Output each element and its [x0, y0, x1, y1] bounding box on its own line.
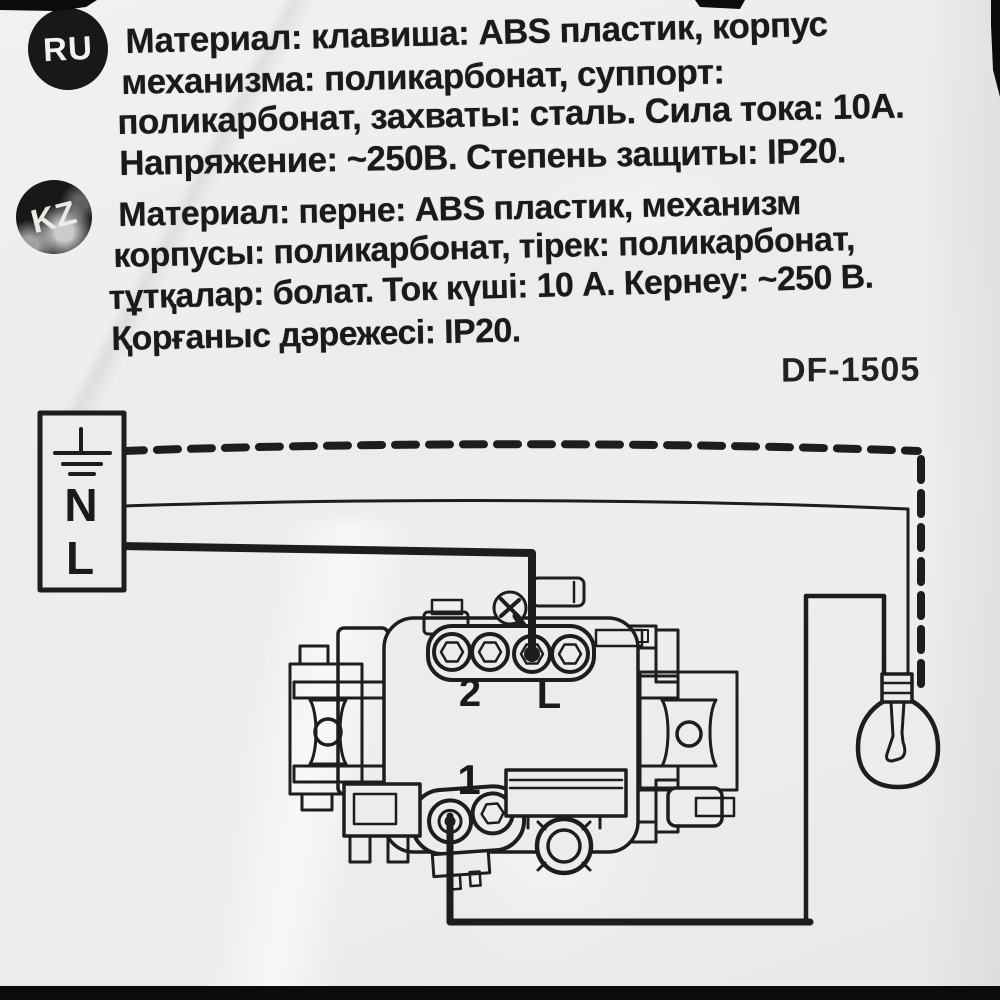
incandescent-bulb-icon — [855, 672, 941, 790]
lamp-return-wire — [803, 593, 887, 926]
switch-to-lamp-wire — [446, 812, 814, 926]
kz-badge: KZ — [16, 180, 92, 254]
left-claw — [288, 644, 364, 812]
rocker-cam — [504, 768, 628, 876]
photo-edge-mark-bottom — [0, 986, 1000, 1000]
terminal-label-1: 1 — [457, 756, 480, 803]
neutral-wire — [121, 499, 910, 679]
switch-mechanism — [288, 576, 739, 891]
top-terminal-block — [426, 624, 596, 682]
photo-edge-mark — [695, 0, 745, 9]
ground-wire-dashed — [119, 440, 922, 455]
earth-ground-icon — [53, 427, 112, 476]
source-box: N L — [37, 410, 127, 593]
line-label: L — [66, 532, 94, 584]
neutral-label: N — [64, 479, 97, 531]
wires — [119, 440, 925, 926]
kz-badge-label: KZ — [27, 193, 81, 241]
terminal-label-2: 2 — [459, 671, 481, 715]
line-wire — [119, 542, 536, 654]
photo-edge-mark — [991, 0, 1000, 97]
terminal-label-l: L — [537, 673, 561, 717]
photo-edge-mark — [0, 0, 97, 11]
